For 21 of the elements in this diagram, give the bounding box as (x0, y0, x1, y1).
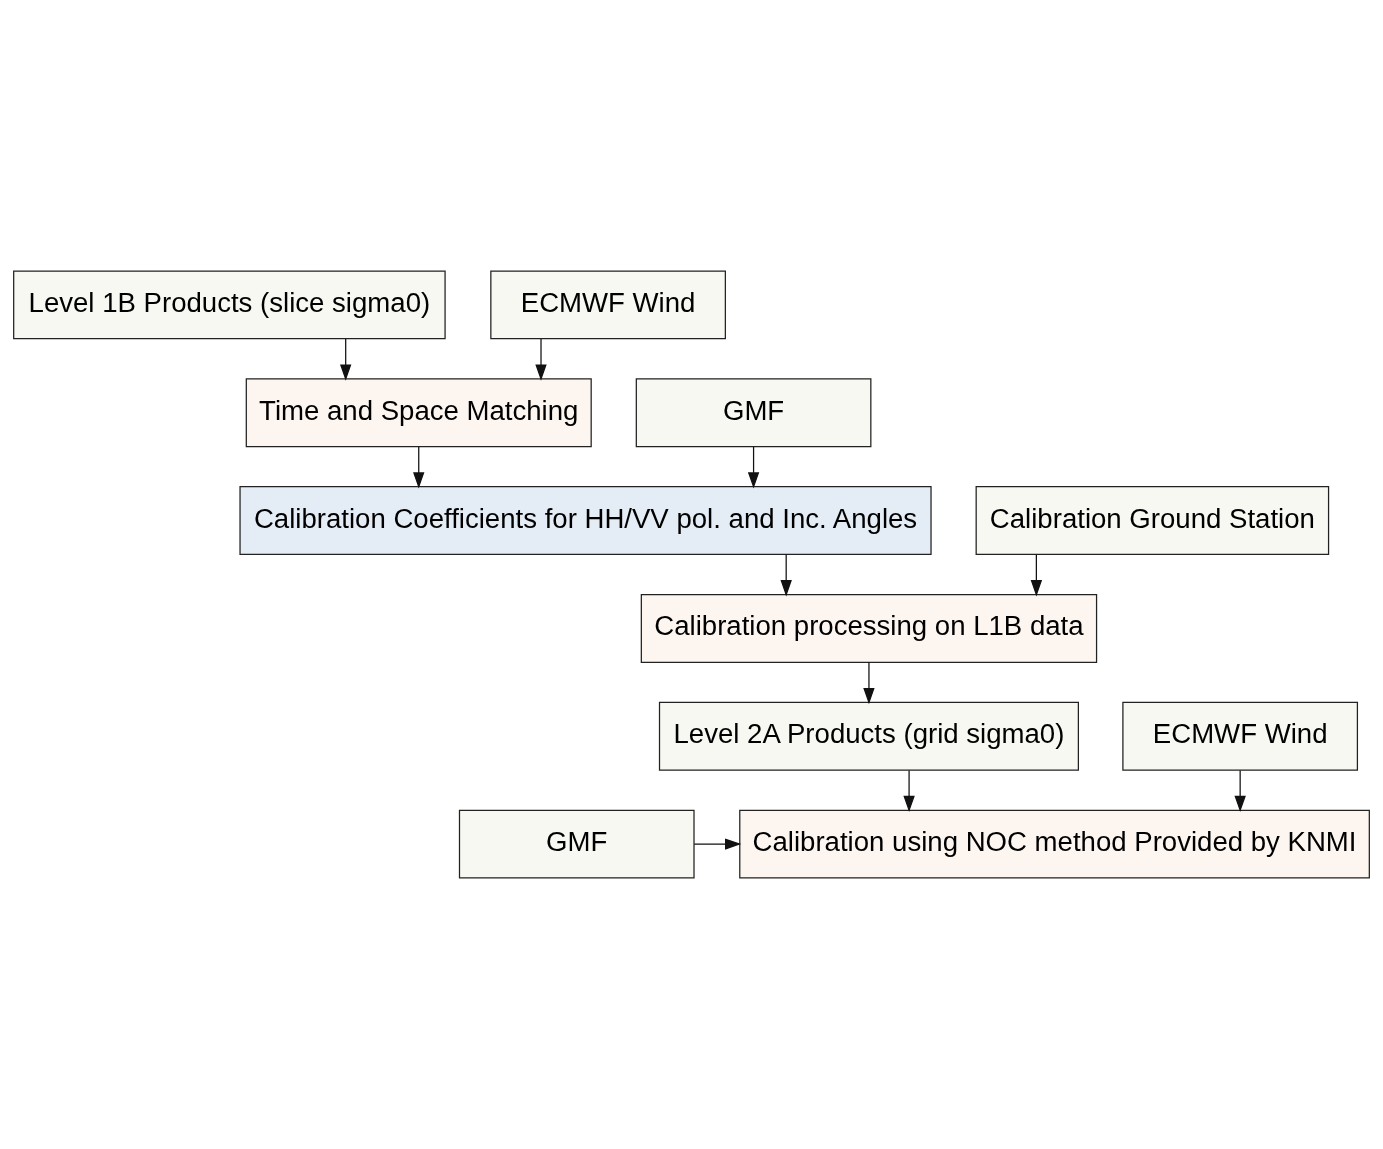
node-box: GMF (635, 378, 872, 448)
arrow (903, 769, 915, 813)
arrow (747, 446, 760, 489)
node-box: Calibration Coefficients for HH/VV pol. and Inc. Angles (239, 486, 932, 556)
node-box: ECMWF Wind (1122, 701, 1359, 771)
arrow (413, 446, 425, 489)
node-box: Calibration Ground Station (975, 486, 1330, 556)
node-box: Level 2A Products (grid sigma0) (658, 701, 1079, 771)
arrow (339, 338, 352, 381)
arrow (1234, 769, 1246, 813)
node-box: Calibration processing on L1B data (640, 593, 1098, 663)
arrow (693, 838, 742, 850)
node-box: Level 1B Products (slice sigma0) (13, 270, 446, 340)
node-box: GMF (458, 809, 695, 879)
node-box: Time and Space Matching (245, 378, 592, 448)
arrow (863, 661, 875, 705)
node-box: Calibration using NOC method Provided by KNMI (739, 809, 1370, 879)
arrow (780, 554, 792, 597)
node-box: ECMWF Wind (490, 270, 726, 340)
arrow (535, 338, 547, 381)
arrow (1030, 554, 1043, 597)
